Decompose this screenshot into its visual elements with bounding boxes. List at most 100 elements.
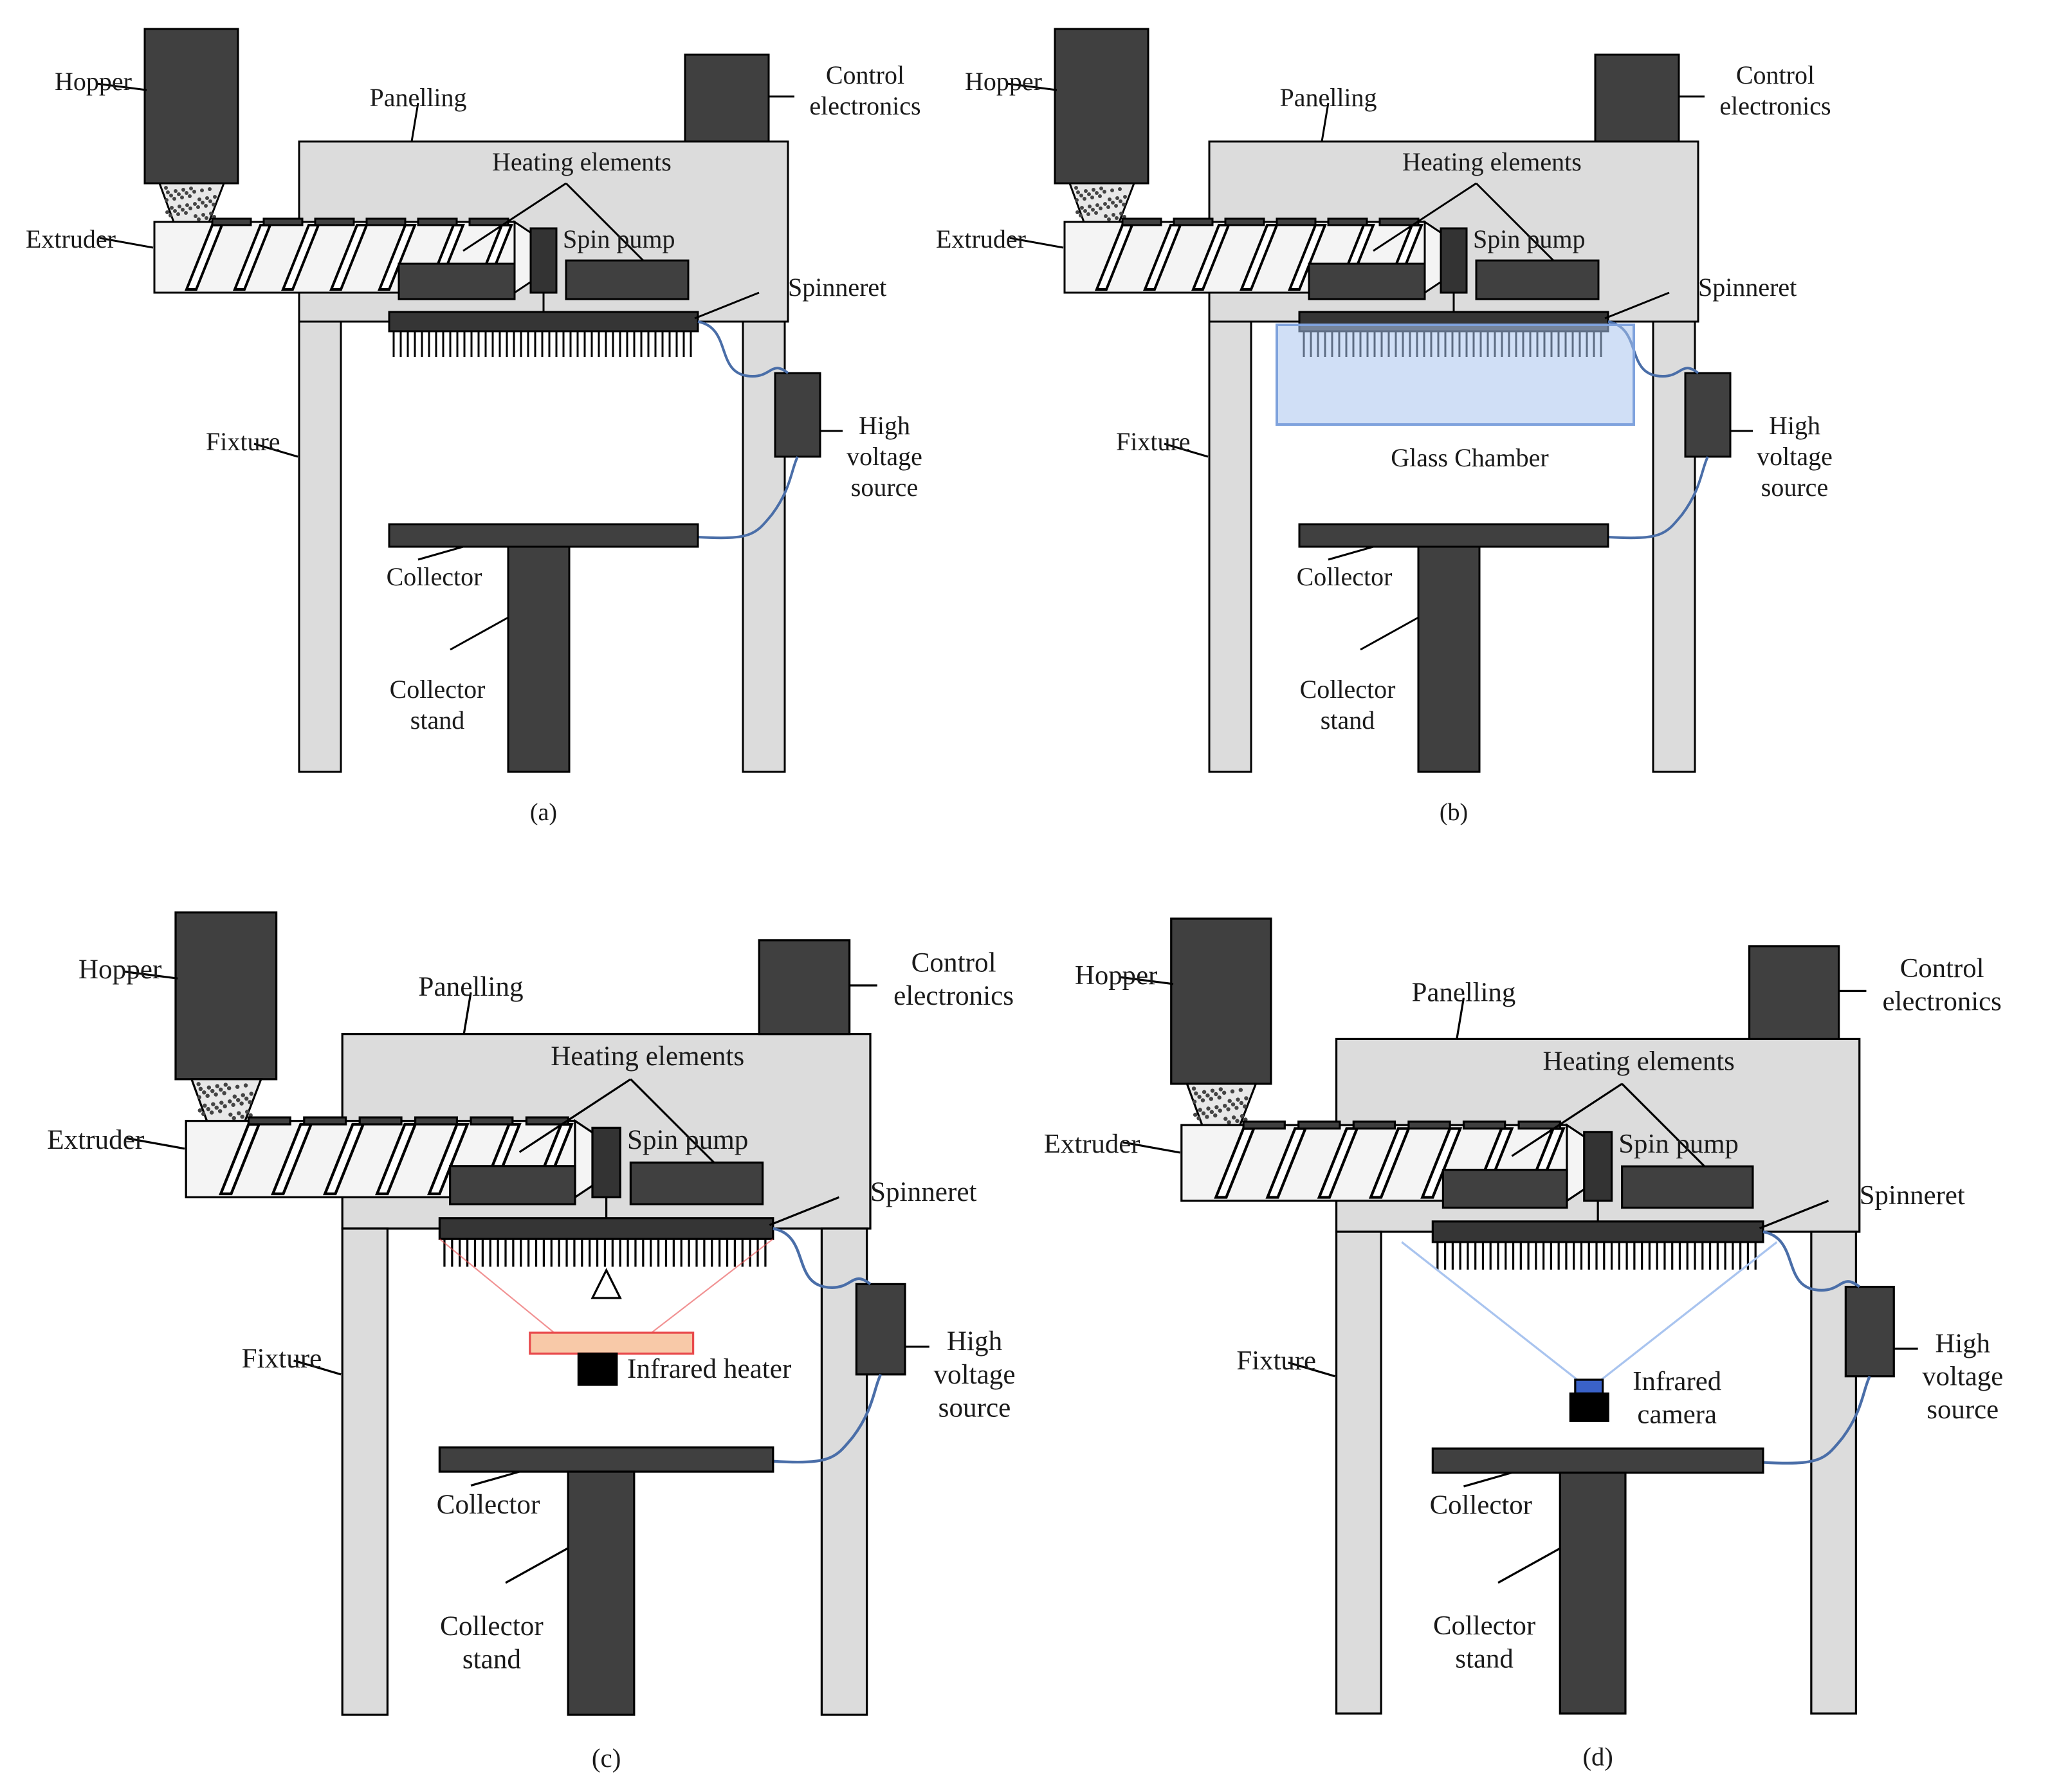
hopper-granule <box>165 210 169 214</box>
extruder-label: Extruder <box>47 1125 144 1155</box>
high-voltage-source-label-line: High <box>947 1326 1003 1357</box>
panelling-leader <box>1456 997 1465 1039</box>
heating-band <box>314 217 355 226</box>
collector-stand-leader <box>450 616 509 651</box>
hopper-box <box>143 28 239 185</box>
hopper-granule <box>165 198 169 202</box>
heating-band <box>247 1116 291 1126</box>
spinneret-leader <box>769 1196 840 1227</box>
spinneret-label: Spinneret <box>788 273 886 302</box>
hopper-granule <box>1230 1089 1235 1093</box>
hopper-granule <box>217 1109 223 1113</box>
hopper-granule <box>203 1103 207 1108</box>
collector-plate <box>1298 523 1609 548</box>
high-voltage-source-label-line: High <box>1769 411 1820 440</box>
hopper-granule <box>1123 195 1127 199</box>
hopper-granule <box>201 201 205 205</box>
hopper-granule <box>1209 1110 1214 1115</box>
collector-label: Collector <box>437 1490 540 1520</box>
hv-wire-collector <box>697 456 799 540</box>
panelling-label: Panelling <box>1279 83 1377 112</box>
hopper-granule <box>1192 1099 1197 1104</box>
collector-stand-label-line: stand <box>1321 706 1375 735</box>
fixture-left-leg <box>298 320 342 773</box>
hopper-granule <box>204 204 208 208</box>
heating-element-left <box>1441 1169 1568 1209</box>
heating-leader-2 <box>1621 1083 1706 1167</box>
control-electronics-label-line: Control <box>911 947 996 978</box>
collector-stand <box>1417 545 1481 773</box>
hopper-granule <box>1111 201 1115 205</box>
hopper-granule <box>205 196 209 200</box>
control-electronics-box <box>1748 945 1840 1041</box>
panel-d: InfraredcameraHopperPanellingControlelec… <box>1044 917 2003 1771</box>
hopper-granule <box>189 187 193 190</box>
hopper-granule <box>1234 1106 1239 1110</box>
control-electronics-box <box>758 939 851 1036</box>
panelling-leader <box>462 992 472 1034</box>
fixture-leader <box>253 443 298 458</box>
spinneret-label: Spinneret <box>1860 1180 1965 1211</box>
spinneret-leader <box>1604 291 1670 320</box>
hopper-granule <box>243 1083 248 1088</box>
high-voltage-source-label-line: source <box>851 473 918 502</box>
hopper-granule <box>208 199 212 203</box>
collector-stand <box>1559 1471 1627 1715</box>
panelling-label: Panelling <box>418 972 523 1002</box>
hopper-granule <box>1095 203 1099 207</box>
heating-band <box>303 1116 347 1126</box>
hopper-granule <box>1103 202 1107 206</box>
hopper-granule <box>174 189 178 193</box>
heating-band <box>1327 217 1368 226</box>
hopper-granule <box>248 1100 252 1104</box>
heating-leader-2 <box>565 182 645 262</box>
extruder-label: Extruder <box>936 224 1026 253</box>
heating-elements-label: Heating elements <box>1402 147 1582 176</box>
hopper-granule <box>1197 1095 1202 1099</box>
hopper-granule <box>178 205 181 208</box>
hopper-granule <box>1079 214 1083 217</box>
hopper-granule <box>1193 1112 1198 1117</box>
panelling-leader <box>410 102 419 142</box>
hopper-granule <box>1122 203 1126 206</box>
heating-leader-1 <box>518 1078 632 1153</box>
hopper-granule <box>222 1091 226 1095</box>
fixture-left-leg <box>1208 320 1252 773</box>
extruder-screw-flight <box>1420 1127 1463 1199</box>
hopper-granule <box>249 1092 253 1096</box>
hopper-granule <box>210 1088 215 1093</box>
hopper-granule <box>1205 1115 1209 1119</box>
hopper-granule <box>1218 1108 1222 1113</box>
hopper-granule <box>1205 1093 1210 1098</box>
hopper-granule <box>235 1097 241 1102</box>
hopper-granule <box>1223 1103 1227 1108</box>
hopper-granule <box>214 1092 218 1097</box>
panel-c: Infrared heaterHopperPanellingControlele… <box>47 911 1016 1773</box>
hopper-granule <box>1074 186 1078 190</box>
fixture-label: Fixture <box>1116 427 1191 456</box>
hopper-granule <box>244 1096 249 1101</box>
heating-band <box>1462 1120 1506 1130</box>
spinneret-bar <box>388 311 699 333</box>
hopper-granule <box>1222 1090 1227 1095</box>
high-voltage-source-label-line: voltage <box>1757 442 1833 471</box>
hopper-granule <box>245 1110 250 1114</box>
collector-stand-label-line: stand <box>462 1645 522 1675</box>
panelling-label: Panelling <box>369 83 466 112</box>
extruder-screw-flight <box>378 224 417 291</box>
spin-pump <box>1583 1131 1613 1202</box>
hopper-granule <box>219 1101 224 1105</box>
hopper-granule <box>1210 1088 1215 1093</box>
hv-wire-spinneret <box>1762 1230 1861 1292</box>
hopper-granule <box>1218 1087 1223 1092</box>
control-electronics-box <box>1594 53 1680 143</box>
hopper-granule <box>177 192 181 196</box>
spinneret-label: Spinneret <box>1698 273 1797 302</box>
hopper-label: Hopper <box>78 955 162 985</box>
hopper-granule <box>208 187 212 191</box>
hopper-granule <box>185 191 188 195</box>
hopper-granule <box>176 212 180 216</box>
